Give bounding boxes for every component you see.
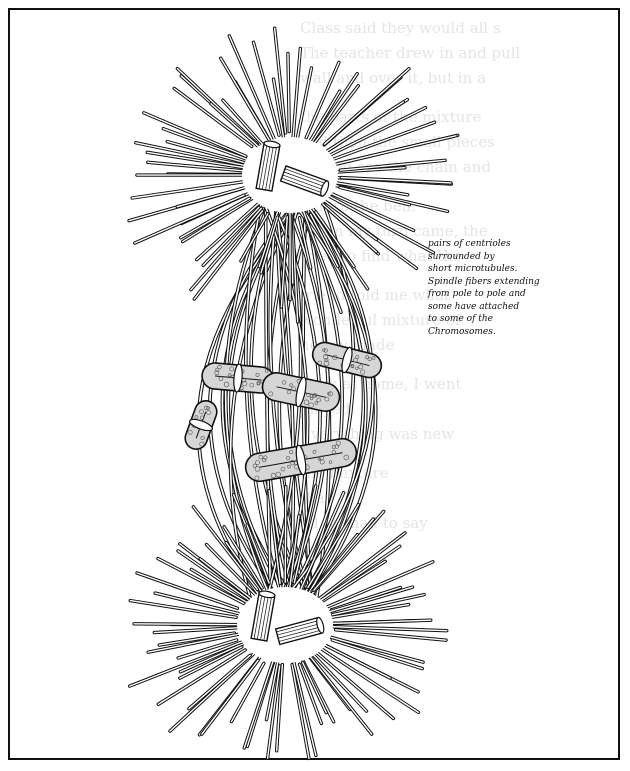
annotation-line: Chromosomes. [428, 326, 558, 339]
astral-ray-core [331, 637, 423, 662]
annotation-line: to some of the [428, 313, 558, 326]
astral-ray-core [132, 182, 244, 198]
astral-ray-core [134, 624, 244, 625]
astral-ray-core [154, 627, 243, 632]
annotation-label: pairs of centriolessurrounded byshort mi… [428, 238, 558, 338]
annotation-line: short microtubules. [428, 263, 558, 276]
annotation-line: surrounded by [428, 251, 558, 264]
chromosome [181, 397, 221, 452]
chromosome [243, 436, 359, 485]
annotation-line: some have attached [428, 301, 558, 314]
annotation-line: pairs of centrioles [428, 238, 558, 251]
annotation-line: from pole to pole and [428, 288, 558, 301]
annotation-line: Spindle fibers extending [428, 276, 558, 289]
chromosome [310, 339, 384, 381]
astral-ray-core [285, 487, 286, 583]
